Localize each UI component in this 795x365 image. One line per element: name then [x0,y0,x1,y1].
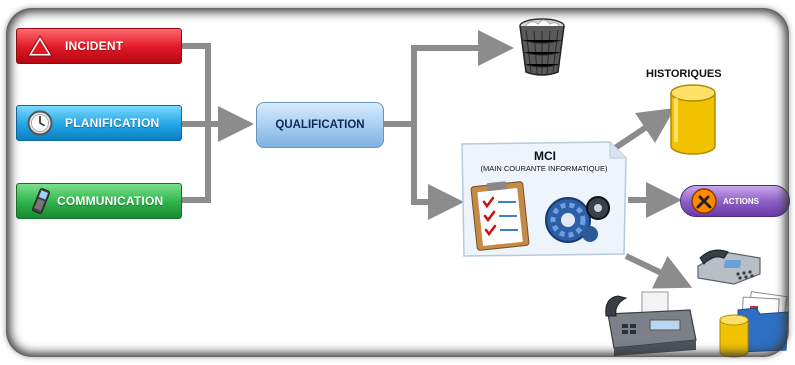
tools-icon [691,188,717,214]
planification-label: PLANIFICATION [65,116,160,130]
mci-title: MCI [534,149,556,163]
clock-icon [27,110,53,136]
arrow-to-telecom [624,253,693,289]
trash-bin-icon [519,18,565,76]
fax-icon [605,291,697,356]
warning-icon [27,35,53,57]
phone-icon [31,188,51,214]
mci-document [461,141,627,257]
mci-subtitle: (MAIN COURANTE INFORMATIQUE) [480,164,608,173]
qualification-label: QUALIFICATION [275,119,365,131]
incident-label: INCIDENT [65,39,124,53]
communication-label: COMMUNICATION [57,194,164,208]
checklist-icon [470,181,530,251]
historiques-label: HISTORIQUES [646,68,722,80]
actions-label: ACTIONS [723,196,759,206]
arrow-to-historiques [610,108,675,153]
database-icon [670,84,716,155]
folder-database-icon [719,291,789,358]
arrow-to-trash [411,30,514,124]
communication-button[interactable]: COMMUNICATION [16,183,182,219]
gears-icon [545,196,610,243]
planification-button[interactable]: PLANIFICATION [16,105,182,141]
incident-button[interactable]: INCIDENT [16,28,182,64]
actions-button[interactable]: ACTIONS [680,185,790,217]
arrow-to-mci [411,124,464,220]
desk-phone-icon [697,249,761,285]
qualification-box[interactable]: QUALIFICATION [256,102,384,148]
